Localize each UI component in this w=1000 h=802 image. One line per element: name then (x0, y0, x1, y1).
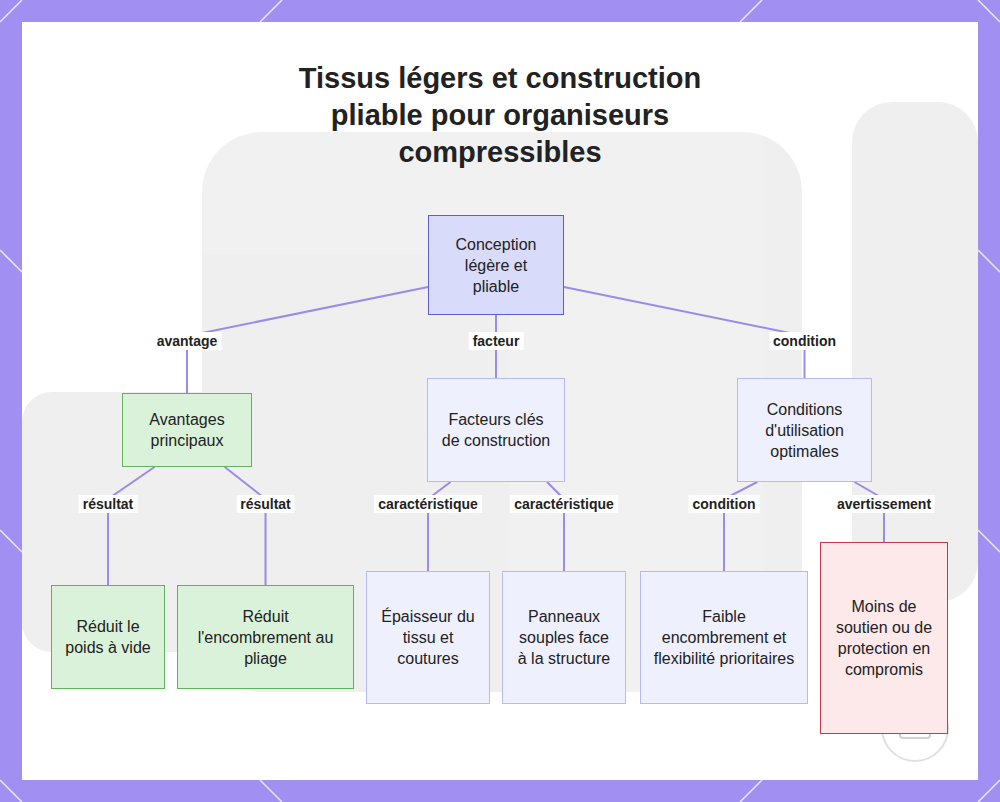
box-text: Conditions d'utilisation optimales (750, 399, 859, 462)
process-box: Réduit l'encombrement au pliage (177, 585, 354, 689)
edge-label: condition (769, 332, 840, 350)
box-text: Facteurs clés de construction (440, 409, 552, 451)
box-text: Faible encombrement et flexibilité prior… (653, 606, 795, 669)
edge-label: avantage (153, 332, 222, 350)
diagram-title: Tissus légers et construction pliable po… (250, 60, 750, 171)
connector-line (108, 467, 155, 585)
box-text: Moins de soutien ou de protection en com… (833, 596, 935, 680)
connector-line (225, 467, 266, 585)
edge-label: avertissement (833, 495, 935, 513)
edge-label: caractéristique (510, 495, 618, 513)
edge-label: résultat (79, 495, 138, 513)
box-text: Épaisseur du tissu et coutures (379, 606, 477, 669)
process-box: Conditions d'utilisation optimales (737, 378, 872, 482)
edge-label: condition (689, 495, 760, 513)
edge-label: caractéristique (374, 495, 482, 513)
process-box: Faible encombrement et flexibilité prior… (640, 571, 808, 704)
box-text: Avantages principaux (135, 409, 239, 451)
box-text: Réduit le poids à vide (64, 616, 152, 658)
process-box: Réduit le poids à vide (51, 585, 165, 689)
process-box: Moins de soutien ou de protection en com… (820, 542, 948, 734)
process-box: Épaisseur du tissu et coutures (366, 571, 490, 704)
process-box: Panneaux souples face à la structure (502, 571, 626, 704)
process-box: Conception légère et pliable (428, 215, 564, 315)
box-text: Panneaux souples face à la structure (515, 606, 613, 669)
process-box: Facteurs clés de construction (427, 378, 565, 482)
box-text: Réduit l'encombrement au pliage (190, 606, 341, 669)
box-text: Conception légère et pliable (441, 234, 551, 297)
connector-line (187, 287, 428, 393)
edge-label: résultat (236, 495, 295, 513)
edge-label: facteur (469, 332, 524, 350)
process-box: Avantages principaux (122, 393, 252, 467)
